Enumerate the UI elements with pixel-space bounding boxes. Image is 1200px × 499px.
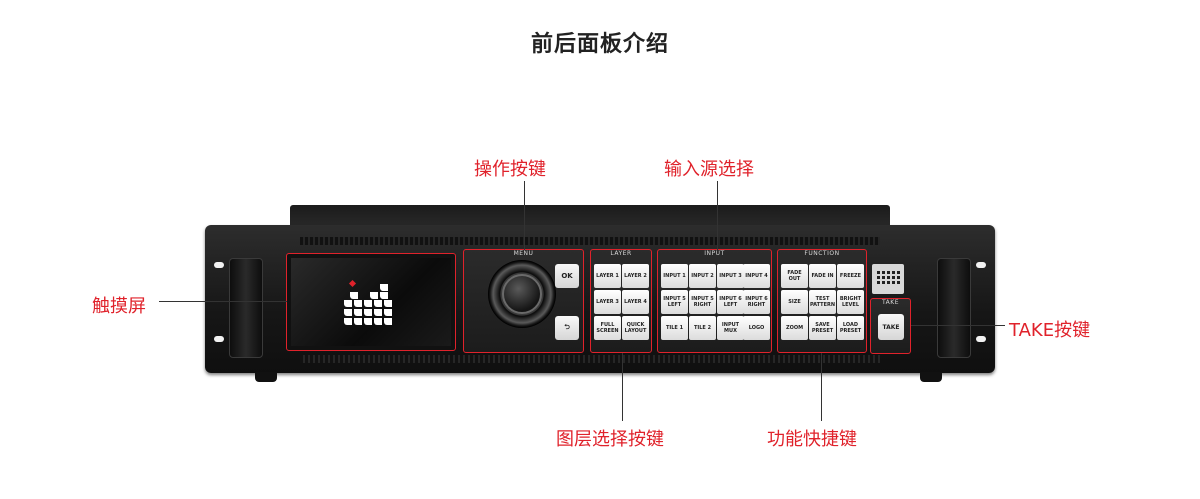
function-group-label: FUNCTION [804,250,840,257]
leader-line [911,325,1005,326]
knob-cap [502,274,542,314]
layer-3-button[interactable]: LAYER 3 [594,290,621,314]
input-group-label: INPUT [704,250,725,257]
size-button[interactable]: SIZE [781,290,808,314]
take-key-group: TAKE TAKE [870,298,911,354]
input-6-right-button[interactable]: INPUT 6 RIGHT [743,290,770,314]
device-foot [255,372,277,382]
callout-function-keys: 功能快捷键 [767,429,857,450]
device-foot [920,372,942,382]
rotary-knob[interactable] [488,260,556,328]
rack-hole [976,262,986,268]
input-5-left-button[interactable]: INPUT 5 LEFT [661,290,688,314]
full-screen-button[interactable]: FULL SCREEN [594,316,621,340]
save-preset-button[interactable]: SAVE PRESET [809,316,836,340]
leader-line [717,181,718,250]
rack-hole [976,336,986,342]
layer-2-button[interactable]: LAYER 2 [622,264,649,288]
load-preset-button[interactable]: LOAD PRESET [837,316,864,340]
brand-logo [344,279,400,326]
test-pattern-button[interactable]: TEST PATTERN [809,290,836,314]
bottom-vent [300,355,880,363]
callout-operation-keys: 操作按键 [474,159,546,180]
callout-layer-keys: 图层选择按键 [556,429,664,450]
callout-input-select: 输入源选择 [664,159,754,180]
freeze-button[interactable]: FREEZE [837,264,864,288]
page-title: 前后面板介绍 [530,32,669,57]
layer-key-group: LAYER LAYER 1 LAYER 2 LAYER 3 LAYER 4 FU… [590,249,652,353]
zoom-button[interactable]: ZOOM [781,316,808,340]
rack-hole [214,336,224,342]
input-4-button[interactable]: INPUT 4 [743,264,770,288]
fade-in-button[interactable]: FADE IN [809,264,836,288]
quick-layout-button[interactable]: QUICK LAYOUT [622,316,649,340]
menu-group-label: MENU [513,250,534,257]
rack-handle-right [937,258,971,358]
function-key-group: FUNCTION FADE OUT FADE IN FREEZE SIZE TE… [777,249,867,353]
take-group-label: TAKE [881,299,900,306]
ok-button[interactable]: OK [555,264,579,288]
rack-handle-left [229,258,263,358]
input-5-right-button[interactable]: INPUT 5 RIGHT [689,290,716,314]
top-vent [300,237,880,245]
menu-key-group: MENU OK ⮌ [463,249,584,353]
leader-line [159,301,287,302]
bright-level-button[interactable]: BRIGHT LEVEL [837,290,864,314]
fade-out-button[interactable]: FADE OUT [781,264,808,288]
mini-brand-logo [872,264,904,294]
leader-line [622,353,623,421]
leader-line [524,181,525,250]
layer-group-label: LAYER [610,250,632,257]
input-2-button[interactable]: INPUT 2 [689,264,716,288]
leader-line [821,353,822,421]
touch-screen[interactable] [286,253,456,351]
layer-4-button[interactable]: LAYER 4 [622,290,649,314]
rack-hole [214,262,224,268]
take-button[interactable]: TAKE [878,314,904,340]
layer-1-button[interactable]: LAYER 1 [594,264,621,288]
tile-2-button[interactable]: TILE 2 [689,316,716,340]
tile-1-button[interactable]: TILE 1 [661,316,688,340]
input-6-left-button[interactable]: INPUT 6 LEFT [717,290,744,314]
logo-button[interactable]: LOGO [743,316,770,340]
callout-take-key: TAKE按键 [1009,320,1091,341]
back-button[interactable]: ⮌ [555,316,579,340]
input-3-button[interactable]: INPUT 3 [717,264,744,288]
callout-touch-screen: 触摸屏 [92,296,146,317]
input-mux-button[interactable]: INPUT MUX [717,316,744,340]
input-1-button[interactable]: INPUT 1 [661,264,688,288]
input-key-group: INPUT INPUT 1 INPUT 2 INPUT 3 INPUT 4 IN… [657,249,772,353]
